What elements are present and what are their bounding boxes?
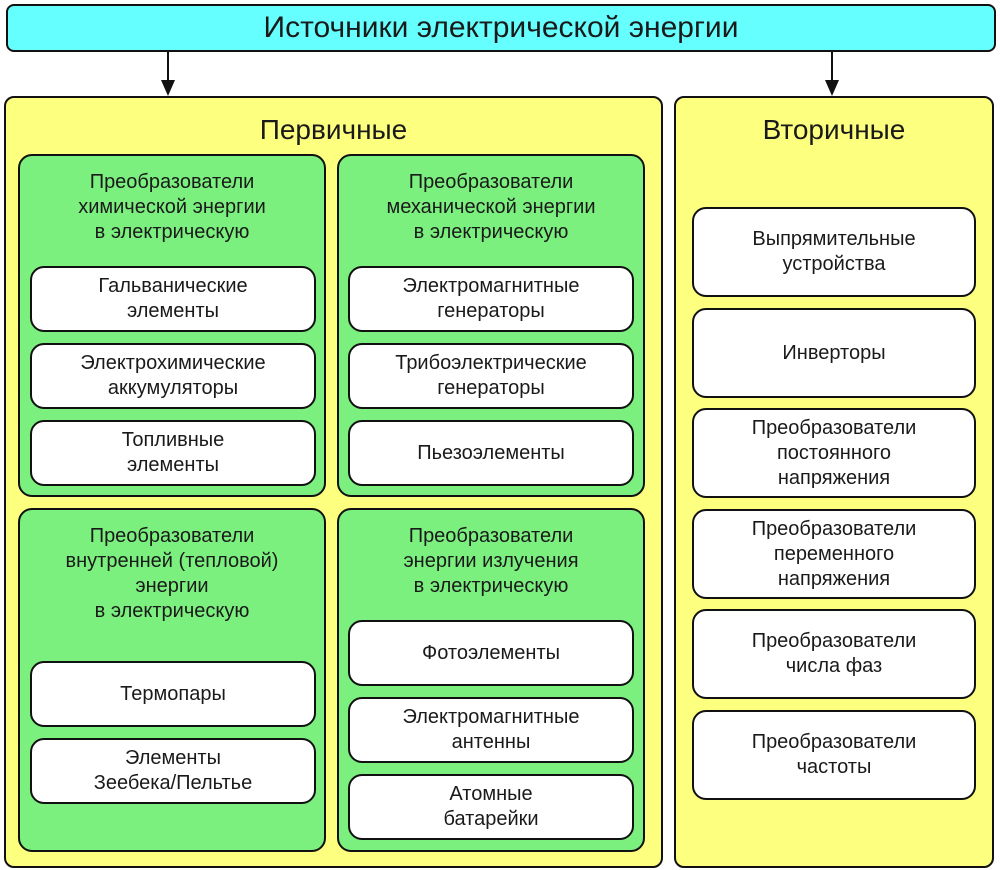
item-seebeck-peltier: Элементы Зеебека/Пельтье (30, 738, 316, 804)
arrow-to-primary (161, 52, 175, 96)
group-mechanical-title: Преобразователи механической энергии в э… (386, 171, 596, 243)
item-ac-converters: Преобразователи переменного напряжения (692, 509, 976, 599)
group-thermal-title: Преобразователи внутренней (тепловой) эн… (65, 525, 279, 622)
item-fuel-cells: Топливные элементы (30, 420, 316, 486)
item-dc-converters: Преобразователи постоянного напряжения (692, 408, 976, 498)
primary-title: Первичные (259, 114, 408, 145)
item-tribo-generators: Трибоэлектрические генераторы (348, 343, 634, 409)
secondary-title: Вторичные (762, 114, 906, 145)
item-atomic-batteries: Атомные батарейки (348, 774, 634, 840)
item-inverters: Инверторы (692, 308, 976, 398)
item-thermocouples: Термопары (30, 661, 316, 727)
item-phase-converters: Преобразователи числа фаз (692, 609, 976, 699)
item-accumulators: Электрохимические аккумуляторы (30, 343, 316, 409)
item-em-generators: Электромагнитные генераторы (348, 266, 634, 332)
arrow-to-secondary (825, 52, 839, 96)
item-piezo: Пьезоэлементы (348, 420, 634, 486)
item-rectifiers: Выпрямительные устройства (692, 207, 976, 297)
group-radiation-title: Преобразователи энергии излучения в элек… (403, 525, 579, 597)
group-chemical-title: Преобразователи химической энергии в эле… (78, 171, 266, 243)
item-galvanic-cells: Гальванические элементы (30, 266, 316, 332)
item-frequency-converters: Преобразователи частоты (692, 710, 976, 800)
item-photocells: Фотоэлементы (348, 620, 634, 686)
root-title: Источники электрической энергии (263, 11, 739, 44)
item-em-antennas: Электромагнитные антенны (348, 697, 634, 763)
root-node: Источники электрической энергии (6, 4, 996, 52)
